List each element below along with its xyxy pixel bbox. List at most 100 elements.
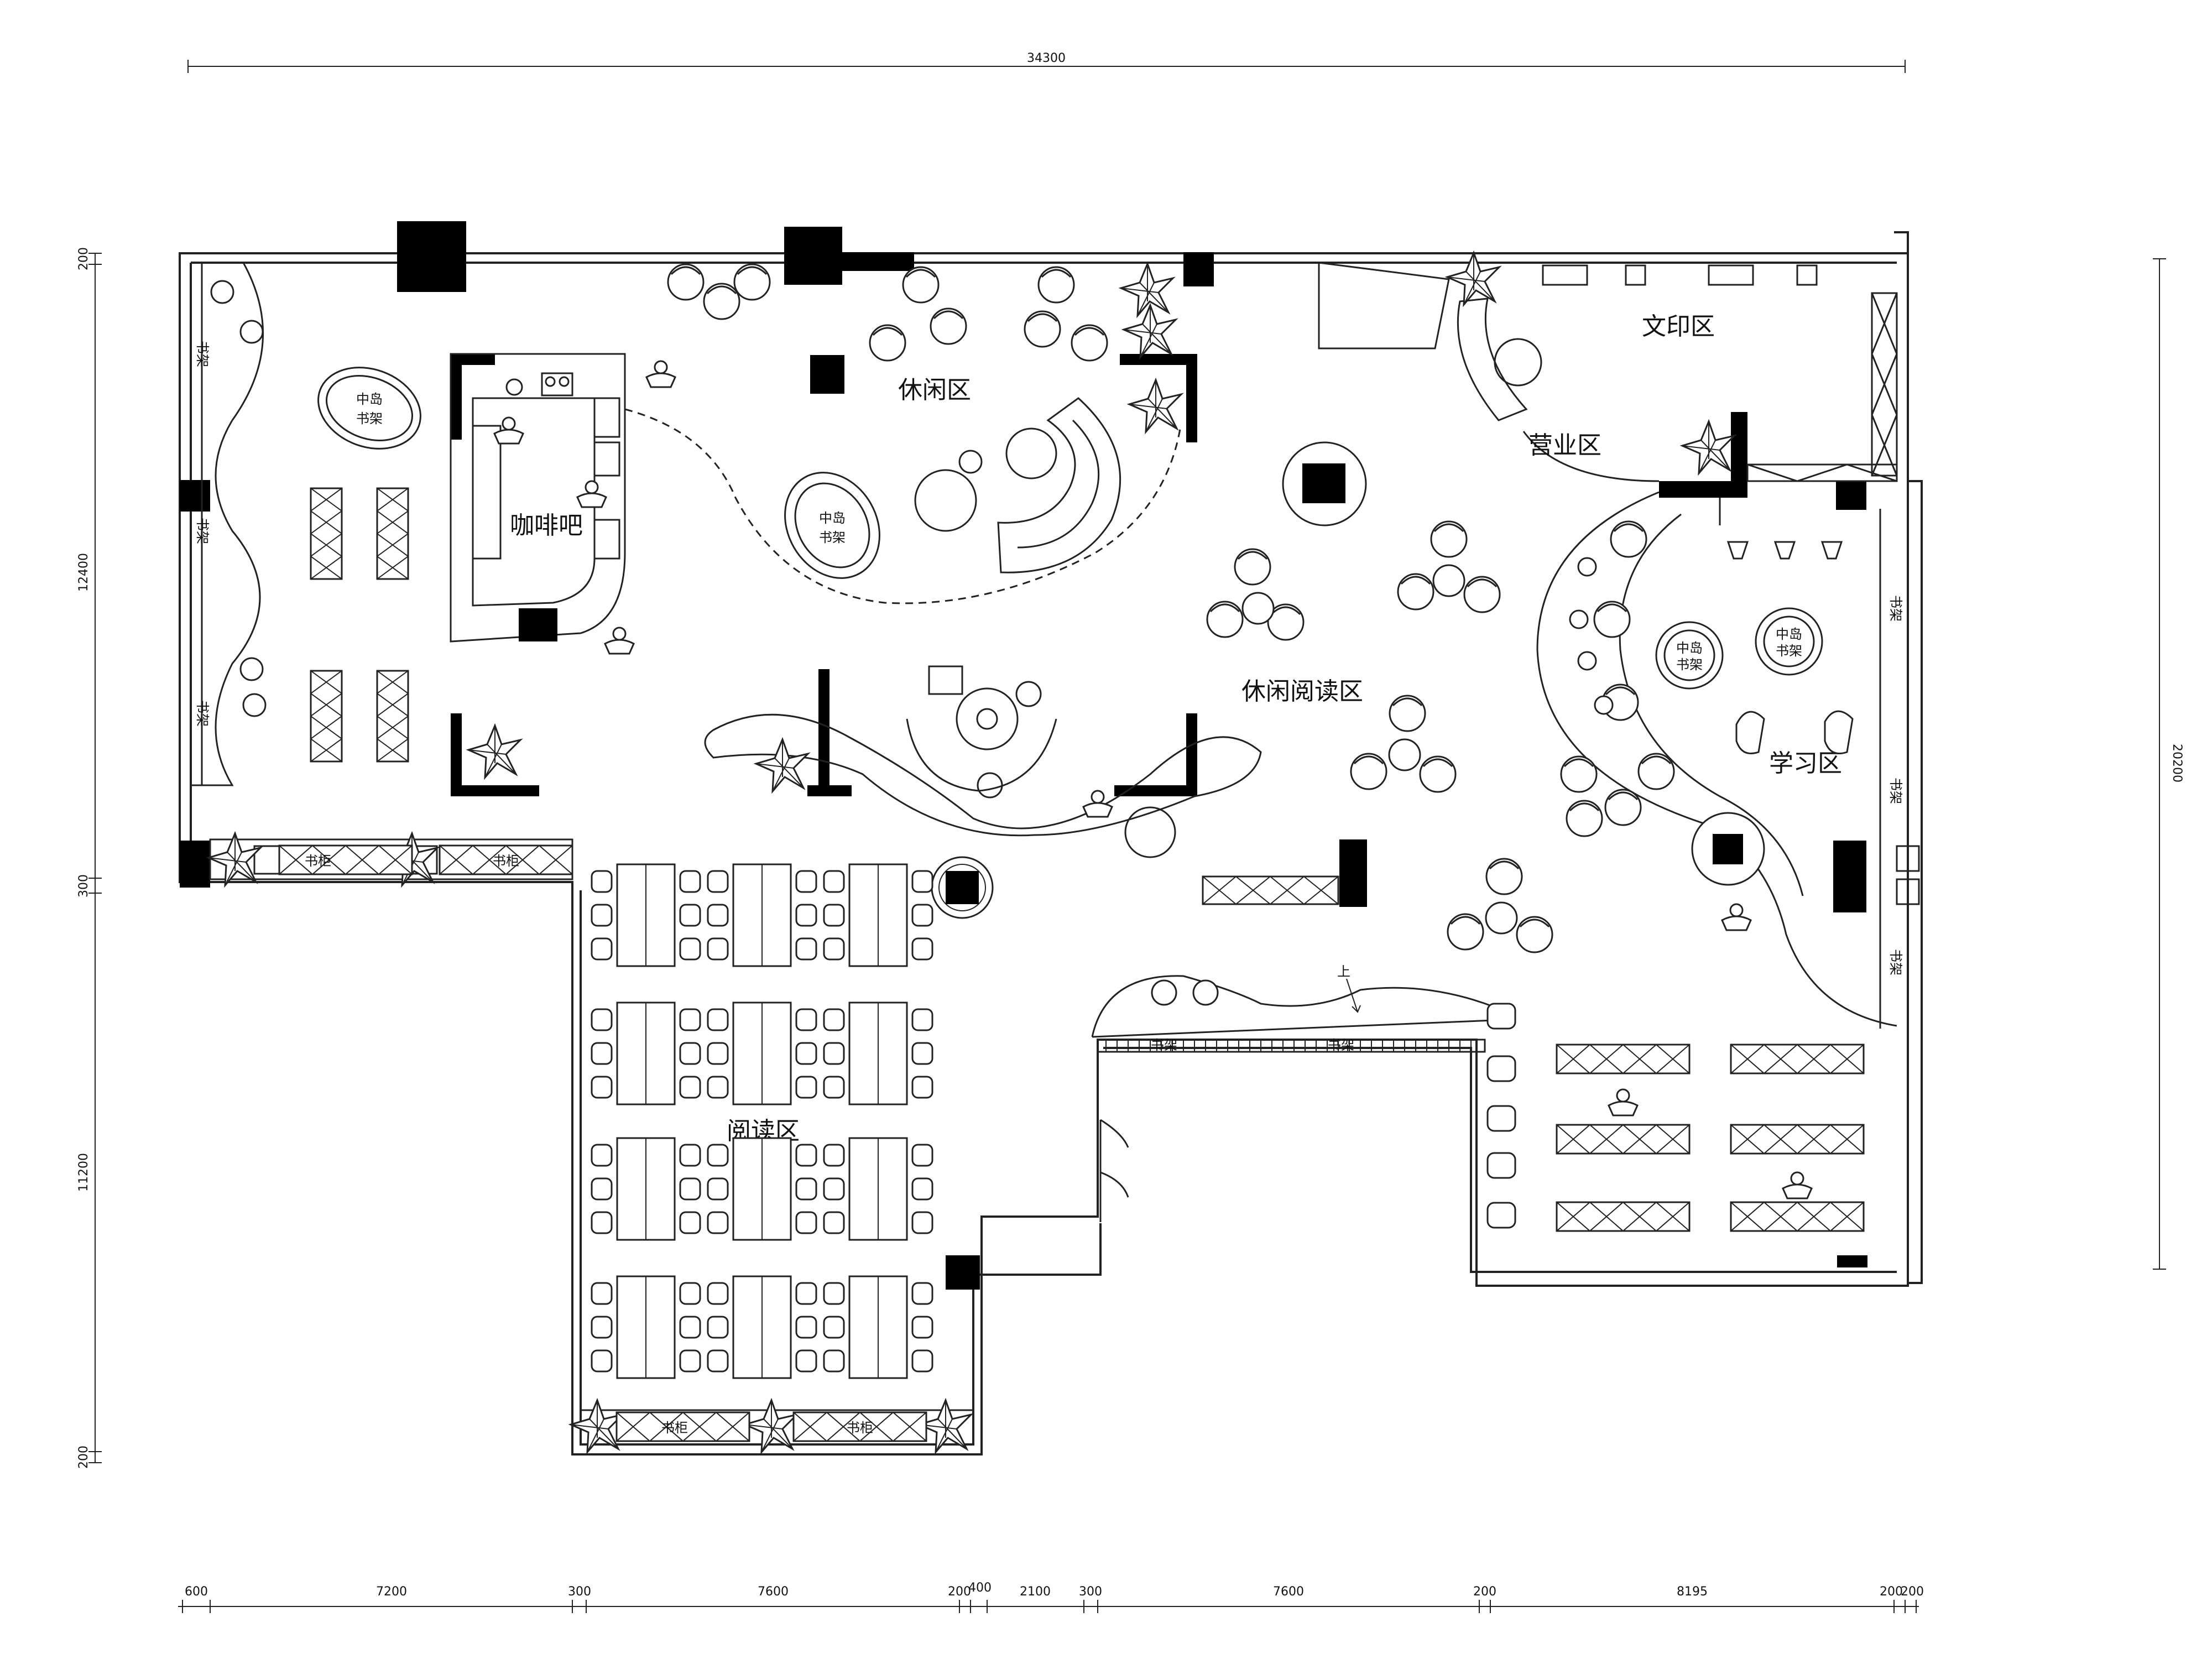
left-dim-4: 200 xyxy=(77,1446,91,1469)
island-shelf-line2: 书架 xyxy=(1676,657,1703,672)
left-dim-3: 11200 xyxy=(77,1153,91,1192)
bookshelf xyxy=(310,487,343,580)
column xyxy=(1183,252,1214,286)
left-dim-1: 12400 xyxy=(77,553,91,592)
table-with-chairs xyxy=(823,1137,933,1241)
chair-icon xyxy=(1604,789,1642,826)
chair-icon xyxy=(1419,755,1457,793)
bookshelf xyxy=(1556,1201,1691,1232)
column xyxy=(1833,841,1866,912)
plant-icon xyxy=(1681,420,1735,474)
island-shelf-line1: 中岛 xyxy=(1676,640,1703,656)
bookcase xyxy=(278,844,413,875)
bottom-dim-5: 400 xyxy=(968,1581,992,1595)
coffee-bar xyxy=(450,353,626,643)
bookshelf xyxy=(1730,1044,1865,1074)
column xyxy=(1659,481,1747,498)
wall-fragments xyxy=(451,354,1197,796)
bookshelf xyxy=(1730,1124,1865,1155)
leisure-boundary xyxy=(624,408,1182,604)
zone-leisure: 休闲区 xyxy=(898,376,971,404)
zone-print: 文印区 xyxy=(1642,312,1715,341)
chair-icon xyxy=(902,266,940,304)
table-with-chairs xyxy=(823,1275,933,1379)
bottom-dim-12: 200 xyxy=(1901,1585,1924,1599)
chair-icon xyxy=(869,324,906,362)
seat-column xyxy=(1486,1003,1516,1229)
round-column xyxy=(931,856,994,919)
bookshelf xyxy=(310,670,343,763)
bookshelf xyxy=(376,487,409,580)
table-with-chairs xyxy=(707,1001,817,1105)
island-shelf-line2: 书架 xyxy=(819,530,846,545)
bottom-dim-0: 600 xyxy=(185,1585,208,1599)
right-total-dimension: 20200 xyxy=(2170,744,2184,782)
chair-icon xyxy=(1610,520,1647,558)
column xyxy=(1339,839,1367,907)
island-shelf-line1: 中岛 xyxy=(819,510,846,526)
column xyxy=(180,841,210,888)
bookcase-label: 书柜 xyxy=(847,1420,873,1436)
left-dimension xyxy=(88,253,102,1463)
island-shelf-line1: 中岛 xyxy=(1776,627,1802,642)
right-dimension xyxy=(2153,258,2166,1270)
chair-icon xyxy=(1350,753,1387,790)
plant-icon xyxy=(1446,252,1500,306)
island-shelf-line2: 书架 xyxy=(1776,643,1802,659)
chair-icon xyxy=(703,283,740,320)
bottom-dim-6: 2100 xyxy=(1020,1585,1051,1599)
bookshelf-label: 书架 xyxy=(1888,949,1903,975)
bookshelf xyxy=(376,670,409,763)
study-boats xyxy=(1735,710,1854,754)
bottom-dim-8: 7600 xyxy=(1273,1585,1304,1599)
chair-icon xyxy=(1397,573,1434,611)
bottom-dim-3: 7600 xyxy=(758,1585,789,1599)
column xyxy=(784,227,842,285)
table-with-chairs xyxy=(823,1001,933,1105)
chair-icon xyxy=(1037,266,1075,304)
plant-icon xyxy=(1123,304,1177,358)
lower-right-wave xyxy=(1091,975,1494,1053)
bookcase-label: 书柜 xyxy=(493,853,519,869)
bookshelf-label: 书架 xyxy=(1888,778,1903,804)
chair-icon xyxy=(1560,755,1598,793)
print-room xyxy=(1719,292,1898,525)
bookshelf-label: 书架 xyxy=(195,700,210,727)
island-shelf xyxy=(1655,607,1823,690)
business-counter xyxy=(1318,262,1660,482)
island-shelf xyxy=(317,367,421,450)
bookshelf xyxy=(1730,1201,1865,1232)
column xyxy=(180,480,210,512)
chair-icon xyxy=(1430,520,1468,558)
outer-walls xyxy=(179,231,1923,1455)
top-total-dimension: 34300 xyxy=(1027,51,1066,65)
bookshelf-label: 书架 xyxy=(1151,1037,1177,1053)
chair-icon xyxy=(1234,548,1271,586)
plant-icon xyxy=(1128,379,1182,433)
bottom-dim-9: 200 xyxy=(1473,1585,1496,1599)
chair-icon xyxy=(1389,695,1426,732)
top-dimension xyxy=(187,60,1906,73)
curved-sofa xyxy=(914,397,1121,573)
left-dim-0: 200 xyxy=(77,247,91,270)
column xyxy=(810,355,844,394)
bottom-dim-10: 8195 xyxy=(1677,1585,1708,1599)
chair-icon xyxy=(667,263,705,301)
central-wave-counter xyxy=(704,665,1262,858)
wave-decor xyxy=(210,280,267,717)
person-icon xyxy=(645,360,676,388)
arrow-icon xyxy=(1346,978,1361,1013)
table-with-chairs xyxy=(707,863,817,967)
bookcase-label: 书柜 xyxy=(305,853,331,869)
table-with-chairs xyxy=(591,863,701,967)
study-right-wall xyxy=(1879,509,1920,1029)
person-icon xyxy=(493,416,524,445)
study-arc xyxy=(1536,491,1897,1027)
zone-coffee-bar: 咖啡吧 xyxy=(510,512,583,540)
table-with-chairs xyxy=(707,1275,817,1379)
chair-icon xyxy=(1447,913,1484,951)
chair-icon xyxy=(1071,324,1108,362)
plant-icon xyxy=(207,832,262,886)
column xyxy=(842,252,914,271)
chair-icon xyxy=(1566,800,1603,837)
